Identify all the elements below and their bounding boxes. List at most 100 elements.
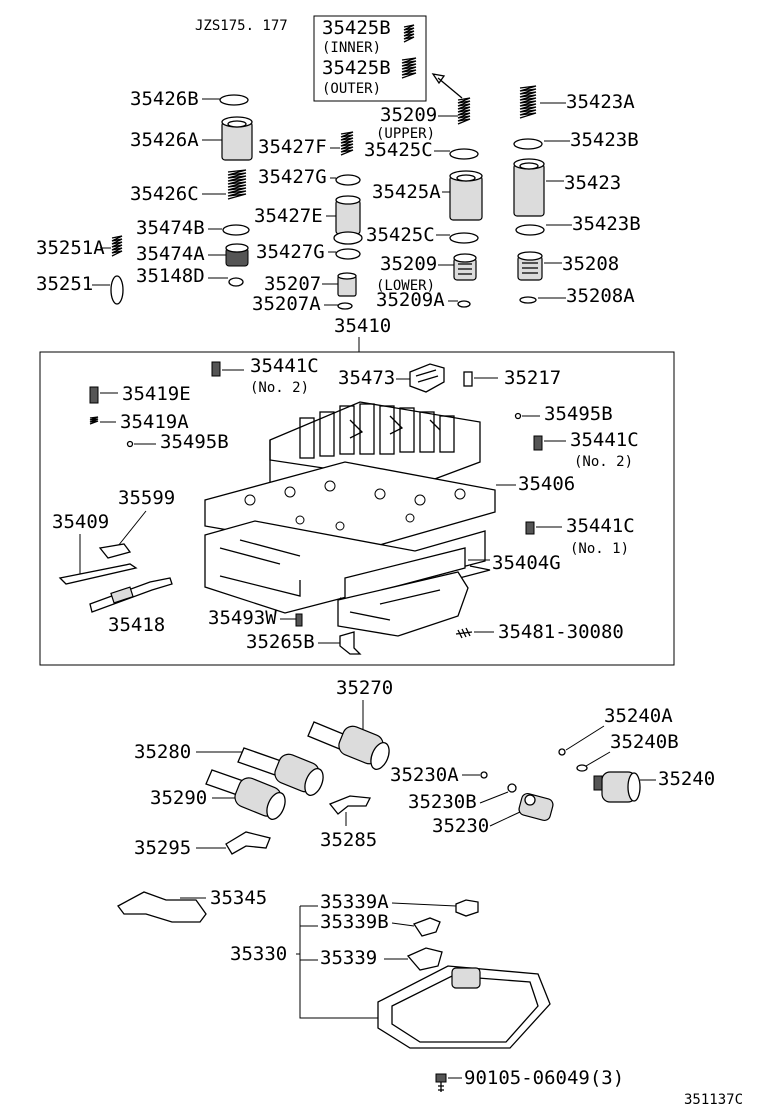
label-35209-upper: 35209: [380, 104, 437, 126]
note-lower: (LOWER): [376, 278, 435, 294]
ball-35495B-left-icon: [126, 440, 134, 448]
label-35251A: 35251A: [36, 237, 105, 259]
gasket-35339A-icon: [455, 899, 479, 917]
solenoid-35270-icon: [307, 721, 390, 770]
valve-body-assembly-box: [39, 351, 675, 666]
label-35495B-right: 35495B: [544, 403, 613, 425]
ring-35208A-icon: [519, 296, 537, 304]
label-35418: 35418: [108, 614, 165, 636]
oring-35426B-icon: [219, 94, 249, 106]
label-35419A: 35419A: [120, 411, 189, 433]
label-35495B-left: 35495B: [160, 431, 229, 453]
solenoid-35280-icon: [237, 747, 324, 796]
label-35295: 35295: [134, 837, 191, 859]
spring-35423A-icon: [519, 85, 537, 119]
label-35423A: 35423A: [566, 91, 635, 113]
label-35441C-top: 35441C: [250, 355, 319, 377]
label-35339A: 35339A: [320, 891, 389, 913]
label-35409: 35409: [52, 511, 109, 533]
direction-arrow-icon: [431, 73, 463, 99]
piston-35427E-icon: [333, 195, 363, 245]
figure-code: 351137C: [684, 1092, 743, 1108]
label-35425C-bottom: 35425C: [366, 224, 435, 246]
oring-35230B-icon: [507, 783, 517, 793]
label-35423B-bottom: 35423B: [572, 213, 641, 235]
label-35290: 35290: [150, 787, 207, 809]
note-no2-mid: (No. 2): [574, 454, 633, 470]
spring-35426C-icon: [227, 169, 247, 200]
piston-35426A-icon: [221, 116, 253, 161]
label-35240: 35240: [658, 768, 715, 790]
label-35474B: 35474B: [136, 217, 205, 239]
label-35481-30080: 35481-30080: [498, 621, 624, 643]
label-35441C-low: 35441C: [566, 515, 635, 537]
label-35285: 35285: [320, 829, 377, 851]
label-35423: 35423: [564, 172, 621, 194]
pin-35493W-icon: [295, 613, 303, 627]
label-35423B-top: 35423B: [570, 129, 639, 151]
ring-35209A-icon: [457, 300, 471, 308]
spring-35427F-icon: [340, 131, 354, 156]
label-35230: 35230: [432, 815, 489, 837]
label-90105-06049: 90105-06049(3): [464, 1067, 624, 1089]
note-no2-top: (No. 2): [250, 380, 309, 396]
ring-35207A-icon: [337, 302, 353, 310]
label-35406: 35406: [518, 473, 575, 495]
oring-35423B-bottom-icon: [515, 224, 545, 236]
piston-35423-icon: [513, 158, 545, 217]
oring-35240B-icon: [576, 764, 588, 772]
valve-35209-lower-icon: [453, 253, 477, 281]
spring-35251A-icon: [111, 235, 123, 257]
plug-35419E-icon: [89, 386, 99, 404]
oring-35425C-bottom-icon: [449, 232, 479, 244]
label-35426C: 35426C: [130, 183, 199, 205]
plug-35441C-mid-icon: [533, 435, 543, 451]
label-35217: 35217: [504, 367, 561, 389]
oring-35427G-bottom-icon: [335, 248, 361, 260]
label-35404G: 35404G: [492, 552, 561, 574]
label-35419E: 35419E: [122, 383, 191, 405]
valve-35207-icon: [337, 272, 357, 297]
valve-35418-icon: [89, 577, 173, 613]
label-35339: 35339: [320, 947, 377, 969]
note-upper: (UPPER): [376, 126, 435, 142]
inner-spring-icon: [403, 24, 415, 43]
label-35599: 35599: [118, 487, 175, 509]
oring-35423B-top-icon: [513, 138, 543, 150]
plug-35441C-top-icon: [211, 361, 221, 377]
bracket-35345-icon: [117, 891, 207, 923]
label-35280: 35280: [134, 741, 191, 763]
label-35339B: 35339B: [320, 911, 389, 933]
label-35426A: 35426A: [130, 129, 199, 151]
oring-35230A-icon: [480, 771, 488, 779]
label-35251: 35251: [36, 273, 93, 295]
piston-35474A-icon: [225, 243, 249, 267]
oring-35240A-icon: [558, 748, 566, 756]
piston-35425A-icon: [449, 170, 483, 221]
label-35148D: 35148D: [136, 265, 205, 287]
label-35473: 35473: [338, 367, 395, 389]
label-35209-lower: 35209: [380, 253, 437, 275]
label-35208: 35208: [562, 253, 619, 275]
label-35427G-top: 35427G: [258, 166, 327, 188]
pin-35217-icon: [463, 371, 473, 387]
solenoid-35230-icon: [518, 792, 554, 822]
valve-35208-icon: [517, 251, 543, 281]
label-35240A: 35240A: [604, 705, 673, 727]
note-no1: (No. 1): [570, 541, 629, 557]
bracket-35265B-icon: [339, 631, 362, 655]
label-35426B: 35426B: [130, 88, 199, 110]
cover-plate-lower-icon: [337, 571, 469, 637]
label-35230A: 35230A: [390, 764, 459, 786]
note-outer: (OUTER): [322, 81, 381, 97]
label-35425A: 35425A: [372, 181, 441, 203]
bracket-35285-icon: [328, 795, 372, 815]
detent-spring-35409-icon: [58, 543, 138, 585]
label-35425B-outer: 35425B: [322, 57, 391, 79]
plate-35473-icon: [409, 363, 445, 393]
label-35427E: 35427E: [254, 205, 323, 227]
label-35208A: 35208A: [566, 285, 635, 307]
label-35425B-inner: 35425B: [322, 17, 391, 39]
gasket-35339-icon: [406, 947, 443, 971]
